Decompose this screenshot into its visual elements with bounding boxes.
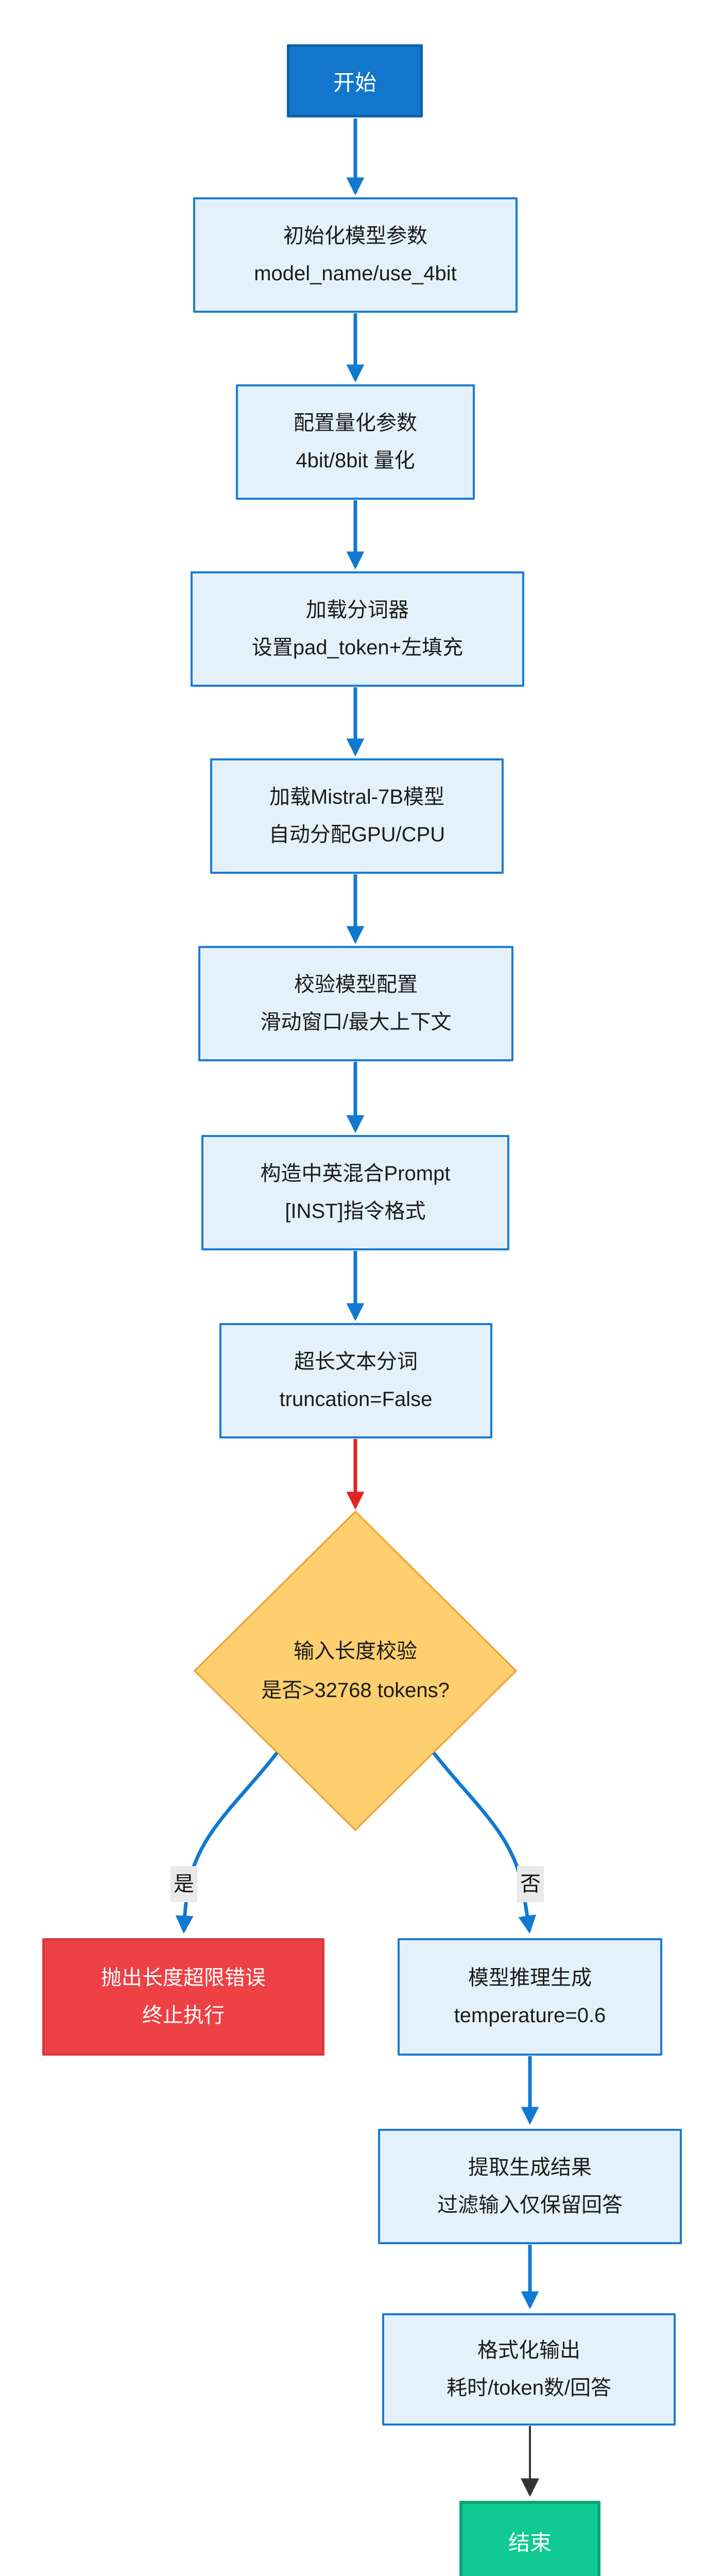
node-end: 结束 [459, 2501, 600, 2576]
node-start-label: 开始 [333, 70, 376, 95]
node-verify-config: 校验模型配置 滑动窗口/最大上下文 [198, 946, 513, 1061]
edge-decision-infer-no [432, 1751, 537, 1934]
node-model-inference: 模型推理生成 temperature=0.6 [398, 1938, 662, 2056]
decision-input-length-text: 输入长度校验 是否>32768 tokens? [211, 1632, 500, 1710]
node-model-line2: 自动分配GPU/CPU [268, 823, 445, 846]
node-extract-line1: 提取生成结果 [468, 2156, 592, 2179]
node-extract-line2: 过滤输入仅保留回答 [437, 2194, 623, 2216]
node-prompt-line1: 构造中英混合Prompt [260, 1162, 451, 1185]
node-tokenize-line1: 超长文本分词 [294, 1350, 418, 1374]
node-throw-length-error: 抛出长度超限错误 终止执行 [42, 1938, 324, 2056]
node-extract-result: 提取生成结果 过滤输入仅保留回答 [378, 2129, 682, 2244]
decision-diamond-shape [193, 1510, 518, 1832]
node-init-params: 初始化模型参数 model_name/use_4bit [193, 197, 518, 313]
node-verify-line1: 校验模型配置 [294, 973, 418, 996]
node-format-line2: 耗时/token数/回答 [446, 2377, 612, 2399]
edge-label-no: 否 [517, 1866, 544, 1902]
node-quant-config: 配置量化参数 4bit/8bit 量化 [236, 384, 475, 500]
decision-line1: 输入长度校验 [294, 1640, 417, 1663]
node-end-label: 结束 [508, 2530, 552, 2555]
node-tokenize-long-text: 超长文本分词 truncation=False [219, 1323, 492, 1438]
node-load-model: 加载Mistral-7B模型 自动分配GPU/CPU [210, 758, 504, 874]
node-start: 开始 [287, 44, 423, 117]
node-load-tokenizer: 加载分词器 设置pad_token+左填充 [191, 571, 524, 687]
node-error-line1: 抛出长度超限错误 [101, 1967, 266, 1990]
edge-decision-error-yes [175, 1751, 279, 1934]
node-error-line2: 终止执行 [142, 2004, 225, 2027]
node-verify-line2: 滑动窗口/最大上下文 [260, 1011, 452, 1033]
node-prompt-line2: [INST]指令格式 [285, 1200, 426, 1223]
edge-label-yes: 是 [170, 1866, 197, 1902]
node-tokenize-line2: truncation=False [279, 1388, 433, 1411]
node-tokenizer-line1: 加载分词器 [306, 599, 409, 622]
node-init-line1: 初始化模型参数 [283, 225, 427, 248]
node-build-prompt: 构造中英混合Prompt [INST]指令格式 [201, 1135, 509, 1250]
node-tokenizer-line2: 设置pad_token+左填充 [251, 636, 464, 659]
node-format-output: 格式化输出 耗时/token数/回答 [382, 2313, 676, 2426]
node-format-line1: 格式化输出 [477, 2339, 580, 2362]
node-model-line1: 加载Mistral-7B模型 [269, 786, 445, 809]
decision-line2: 是否>32768 tokens? [261, 1679, 450, 1702]
node-infer-line2: temperature=0.6 [454, 2004, 606, 2027]
node-quant-line1: 配置量化参数 [294, 412, 417, 435]
node-infer-line1: 模型推理生成 [468, 1967, 592, 1990]
node-init-line2: model_name/use_4bit [254, 262, 457, 285]
node-quant-line2: 4bit/8bit 量化 [296, 449, 415, 472]
